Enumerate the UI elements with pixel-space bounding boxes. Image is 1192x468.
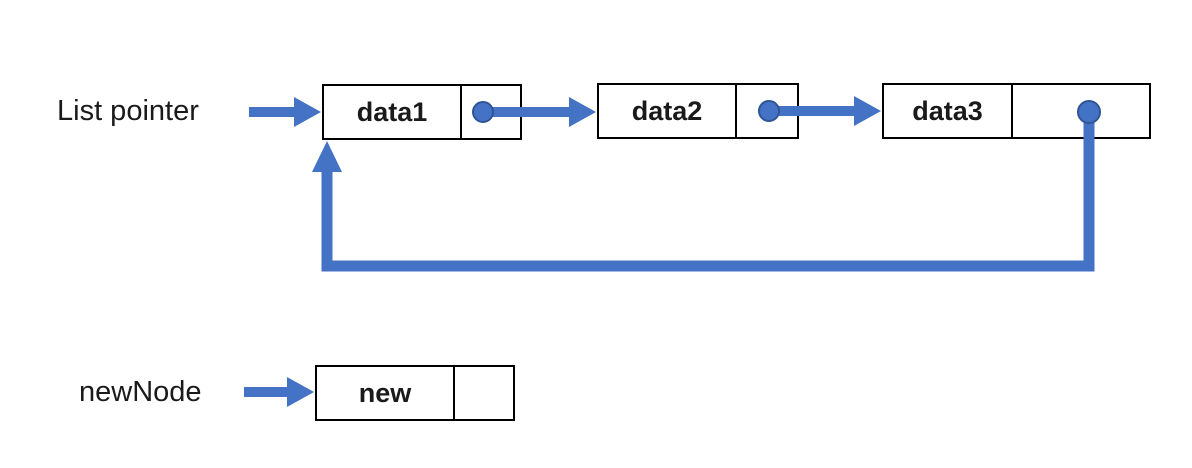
node-data3: data3 [882, 83, 1151, 139]
list-pointer-label: List pointer [57, 95, 199, 127]
node-data1-pointer-cell [462, 86, 520, 138]
node-data2-data-cell: data2 [599, 85, 737, 137]
list-pointer-arrow-icon [249, 97, 321, 127]
node-data2: data2 [597, 83, 799, 139]
newnode-label: newNode [79, 376, 202, 408]
node-data1: data1 [322, 84, 522, 140]
node-data1-data-cell: data1 [324, 86, 462, 138]
node-new-pointer-cell [455, 367, 513, 419]
node-data3-data-cell: data3 [884, 85, 1013, 137]
node-data3-pointer-cell [1013, 85, 1149, 137]
node-data2-pointer-cell [737, 85, 797, 137]
newnode-arrow-icon [244, 377, 314, 407]
node-new: new [315, 365, 515, 421]
node-new-data-cell: new [317, 367, 455, 419]
